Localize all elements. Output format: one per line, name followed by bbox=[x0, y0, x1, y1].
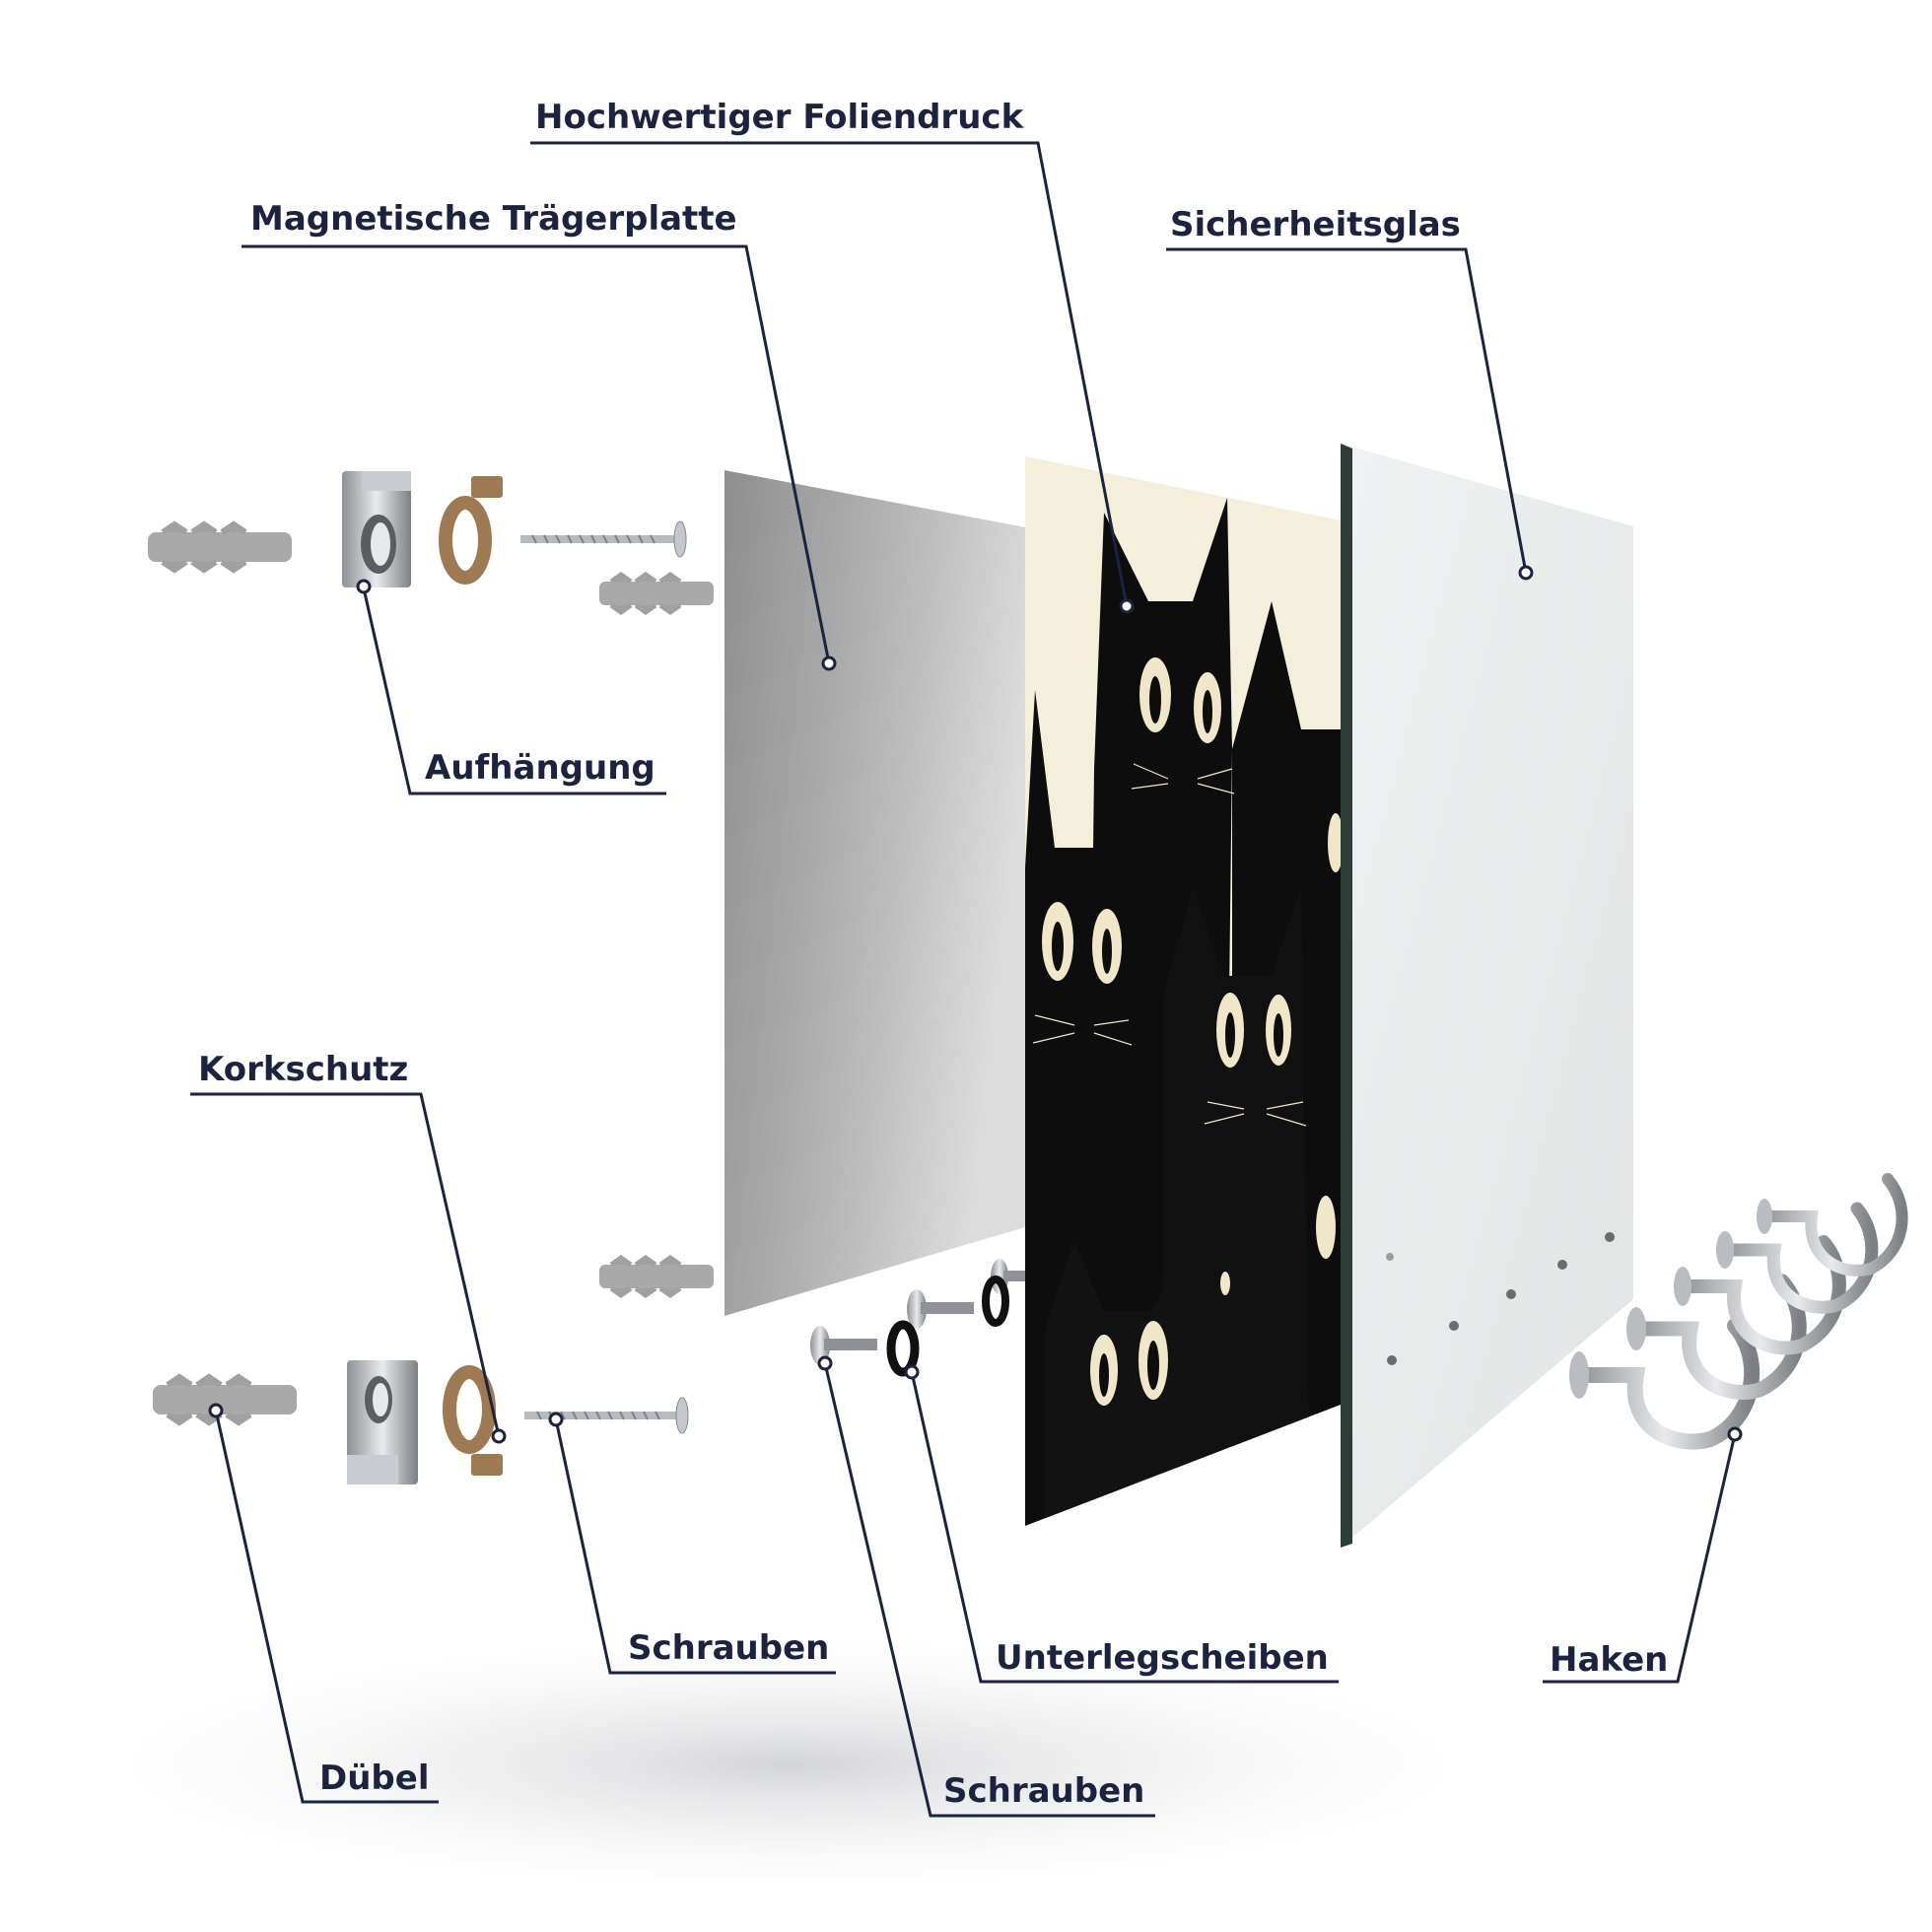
wall-plug-icon bbox=[153, 1373, 297, 1426]
safety-glass bbox=[1341, 444, 1633, 1548]
mounting-bracket-icon bbox=[342, 471, 411, 587]
hook-icon bbox=[1569, 1173, 1908, 1450]
wall-plug-icon bbox=[599, 1254, 714, 1299]
leader-traegerplatte bbox=[242, 244, 831, 664]
cork-ring-icon bbox=[439, 476, 503, 585]
magnetic-plate bbox=[724, 470, 1025, 1316]
leader-korkschutz bbox=[190, 1092, 501, 1437]
wall-plug-icon bbox=[599, 571, 714, 616]
cat-illustration bbox=[1025, 498, 1341, 1526]
leader-sicherheitsglas bbox=[1166, 247, 1528, 574]
leader-foliendruck bbox=[530, 141, 1129, 607]
label-sicherheitsglas: Sicherheitsglas bbox=[1170, 205, 1461, 244]
label-aufhaengung: Aufhängung bbox=[425, 748, 656, 788]
wood-screw-icon bbox=[520, 520, 687, 558]
leader-haken bbox=[1543, 1433, 1737, 1684]
label-duebel: Dübel bbox=[319, 1759, 430, 1798]
leader-lines bbox=[190, 141, 1737, 1818]
label-unterlegscheiben: Unterlegscheiben bbox=[996, 1638, 1329, 1678]
label-haken: Haken bbox=[1550, 1640, 1669, 1680]
label-foliendruck: Hochwertiger Foliendruck bbox=[535, 98, 1024, 137]
floor-shadow bbox=[0, 1617, 1597, 1912]
label-traegerplatte: Magnetische Trägerplatte bbox=[250, 199, 737, 239]
machine-screw-icon bbox=[810, 1326, 877, 1365]
wood-screw-icon bbox=[524, 1397, 689, 1434]
leader-dots bbox=[208, 565, 1743, 1444]
leader-schrauben-hooks bbox=[823, 1362, 1155, 1818]
label-schrauben-wall: Schrauben bbox=[628, 1628, 830, 1668]
label-schrauben-hooks: Schrauben bbox=[943, 1771, 1145, 1811]
leader-aufhaengung bbox=[362, 587, 666, 795]
leader-unterlegscheiben bbox=[910, 1371, 1339, 1684]
cork-ring-icon bbox=[443, 1365, 503, 1476]
washer-icon bbox=[886, 1320, 920, 1377]
label-korkschutz: Korkschutz bbox=[198, 1050, 409, 1089]
wall-plug-icon bbox=[148, 520, 292, 574]
print-panel bbox=[1025, 456, 1341, 1526]
washer-icon bbox=[982, 1276, 1009, 1327]
machine-screw-icon bbox=[907, 1289, 974, 1329]
hook-base-icon bbox=[1569, 1199, 1772, 1399]
mounting-bracket-icon bbox=[347, 1360, 418, 1484]
leader-duebel bbox=[214, 1410, 439, 1804]
leader-schrauben-wall bbox=[554, 1418, 836, 1675]
